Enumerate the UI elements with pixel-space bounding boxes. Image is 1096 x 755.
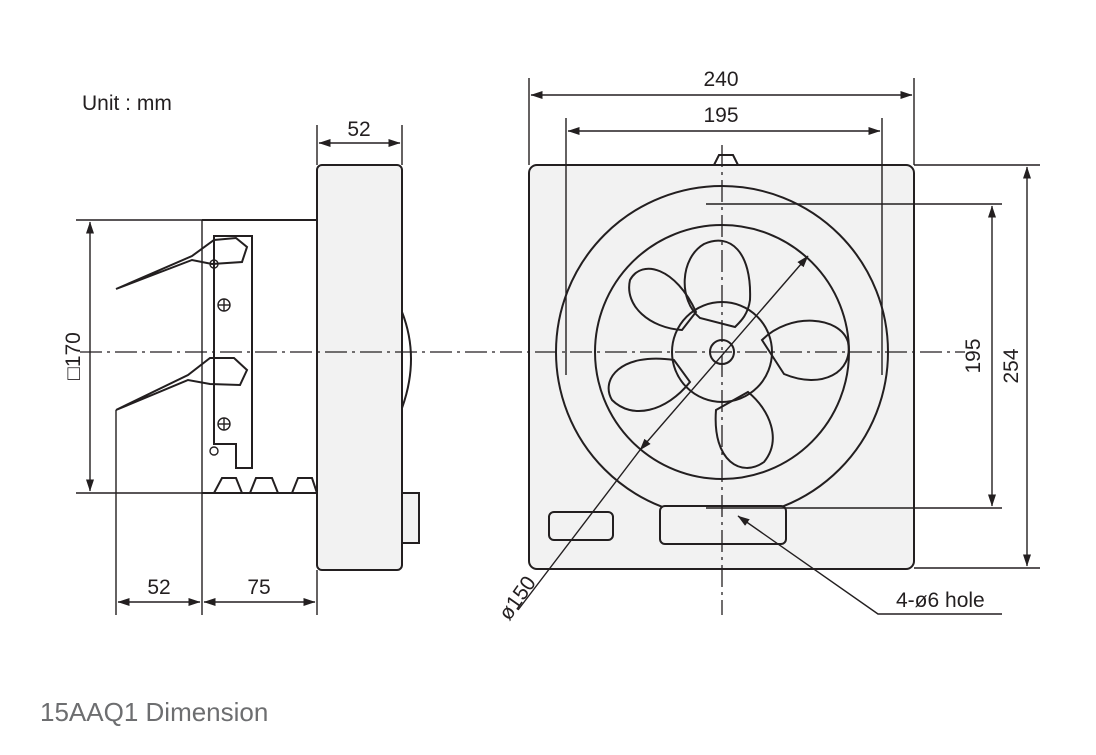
dim-bottom-left: 52 [147,576,170,599]
dim-bottom-right: 75 [247,576,270,599]
unit-label: Unit : mm [82,92,172,115]
top-tab [713,154,739,166]
dimension-drawing: Unit : mm [62,68,1040,624]
bottom-slot [659,505,787,545]
motor-bulge [401,311,412,409]
figure-caption: 15AAQ1 Dimension [40,697,269,727]
dim-grille-height: 195 [962,338,985,373]
dim-grille-width: 195 [703,104,738,127]
dim-front-height: 254 [1000,348,1023,383]
left-slot [548,511,614,541]
dim-mount-square: □170 [62,332,85,380]
dimension-labels: 52 240 195 □170 52 75 195 254 ø150 4-ø6 … [62,68,1023,624]
upper-hook [115,236,249,290]
lower-hook [115,357,249,411]
center-lines [80,145,965,615]
dim-depth-housing: 52 [347,118,370,141]
side-view [115,164,420,571]
dim-mount-holes: 4-ø6 hole [896,589,985,612]
bracket-plate [213,235,253,469]
side-housing [316,164,403,571]
terminal-box [401,492,420,544]
dimension-lines [76,78,1040,615]
dim-front-width: 240 [703,68,738,91]
dim-fan-diameter: ø150 [495,572,541,624]
